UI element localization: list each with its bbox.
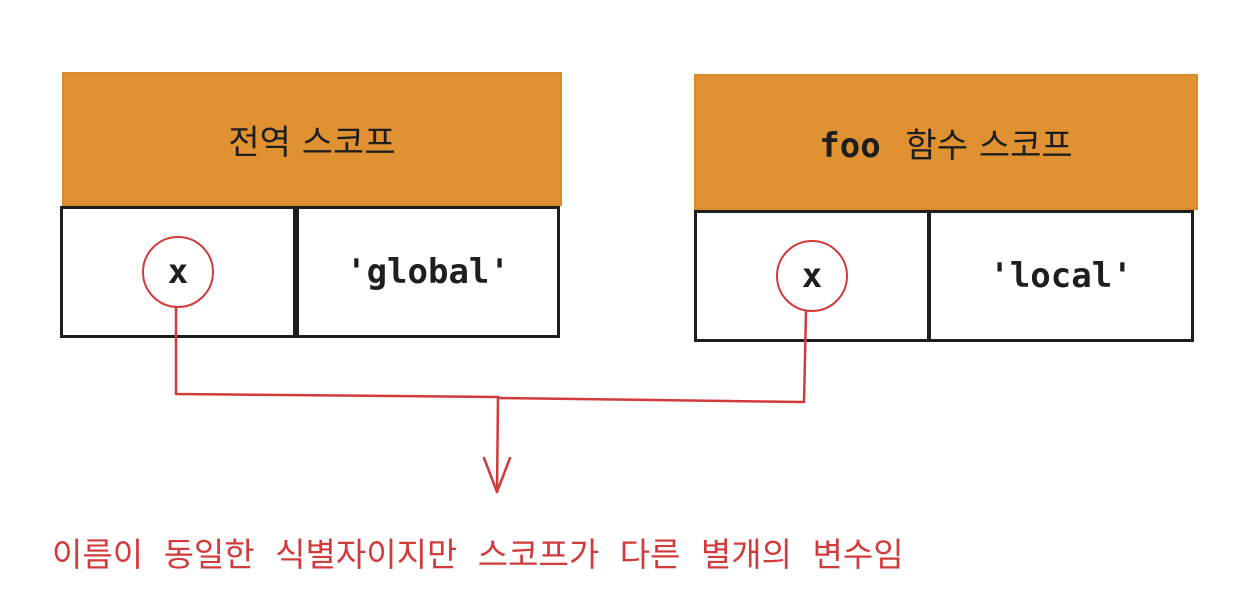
caption: 이름이 동일한 식별자이지만 스코프가 다른 별개의 변수임 <box>52 535 904 574</box>
global-value-cell: 'global' <box>296 206 560 338</box>
foo-scope-header: foo 함수 스코프 <box>694 74 1198 210</box>
arrow-shaft <box>495 396 500 492</box>
global-identifier-circle: x <box>142 236 214 308</box>
foo-scope-title-rest: 함수 스코프 <box>905 125 1073 166</box>
foo-identifier-circle: x <box>776 240 848 312</box>
arrow-head <box>482 456 512 494</box>
foo-identifier-cell: x <box>694 210 930 342</box>
foo-identifier: x <box>801 256 823 296</box>
foo-scope-title-code: foo <box>819 125 881 166</box>
foo-scope-title: foo 함수 스코프 <box>819 118 1072 167</box>
foo-value-cell: 'local' <box>928 210 1194 342</box>
global-identifier-cell: x <box>60 206 296 338</box>
global-identifier: x <box>167 252 189 292</box>
foo-value: 'local' <box>989 256 1133 296</box>
global-scope-header: 전역 스코프 <box>62 72 562 206</box>
global-scope-title: 전역 스코프 <box>228 122 396 163</box>
global-value: 'global' <box>346 252 510 292</box>
